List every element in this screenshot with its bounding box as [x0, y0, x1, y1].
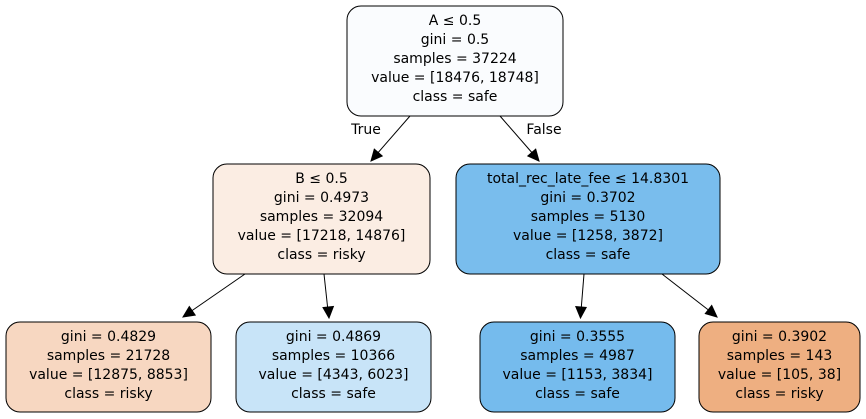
node-gini: gini = 0.3902	[732, 329, 827, 345]
node-class: class = safe	[413, 89, 498, 105]
edge-right-rr	[661, 273, 718, 318]
node-samples: samples = 143	[727, 348, 833, 364]
node-split-label: A ≤ 0.5	[429, 13, 481, 29]
tree-node-right-right: gini = 0.3902 samples = 143 value = [105…	[698, 321, 861, 413]
node-gini: gini = 0.4869	[286, 329, 381, 345]
tree-node-left: B ≤ 0.5 gini = 0.4973 samples = 32094 va…	[212, 163, 431, 275]
tree-node-root: A ≤ 0.5 gini = 0.5 samples = 37224 value…	[346, 5, 564, 117]
node-samples: samples = 37224	[393, 51, 516, 67]
node-value: value = [12875, 8853]	[29, 367, 188, 383]
tree-node-left-right: gini = 0.4869 samples = 10366 value = [4…	[235, 321, 432, 413]
node-gini: gini = 0.5	[421, 32, 489, 48]
node-value: value = [1258, 3872]	[513, 228, 663, 244]
node-samples: samples = 32094	[260, 209, 383, 225]
node-value: value = [18476, 18748]	[371, 70, 539, 86]
edge-right-rl	[575, 273, 588, 320]
node-value: value = [17218, 14876]	[238, 228, 406, 244]
node-samples: samples = 5130	[531, 209, 645, 225]
tree-node-right: total_rec_late_fee ≤ 14.8301 gini = 0.37…	[455, 163, 721, 275]
node-value: value = [4343, 6023]	[259, 367, 409, 383]
node-samples: samples = 21728	[47, 348, 170, 364]
node-class: class = risky	[735, 386, 823, 402]
node-split-label: B ≤ 0.5	[295, 171, 348, 187]
edge-label-false: False	[526, 122, 561, 138]
node-box	[212, 163, 431, 275]
node-class: class = risky	[64, 386, 152, 402]
node-gini: gini = 0.4973	[274, 190, 369, 206]
node-samples: samples = 4987	[520, 348, 634, 364]
edge-label-true: True	[350, 122, 381, 138]
node-box	[455, 163, 721, 275]
edge-root-right: False	[499, 115, 562, 162]
node-gini: gini = 0.3555	[530, 329, 625, 345]
node-gini: gini = 0.4829	[61, 329, 156, 345]
node-value: value = [105, 38]	[718, 367, 841, 383]
node-box	[346, 5, 564, 117]
edge-root-left: True	[350, 115, 411, 162]
node-class: class = risky	[277, 247, 365, 263]
node-samples: samples = 10366	[272, 348, 395, 364]
edge-left-lr	[322, 273, 335, 320]
node-value: value = [1153, 3834]	[503, 367, 653, 383]
edge-left-ll	[182, 273, 246, 318]
tree-node-right-left: gini = 0.3555 samples = 4987 value = [11…	[479, 321, 676, 413]
node-class: class = safe	[535, 386, 620, 402]
tree-node-left-left: gini = 0.4829 samples = 21728 value = [1…	[5, 321, 212, 413]
node-gini: gini = 0.3702	[540, 190, 635, 206]
node-box	[235, 321, 432, 413]
node-class: class = safe	[291, 386, 376, 402]
node-box	[5, 321, 212, 413]
node-class: class = safe	[546, 247, 631, 263]
node-box	[479, 321, 676, 413]
node-split-label: total_rec_late_fee ≤ 14.8301	[487, 171, 689, 187]
node-box	[698, 321, 861, 413]
